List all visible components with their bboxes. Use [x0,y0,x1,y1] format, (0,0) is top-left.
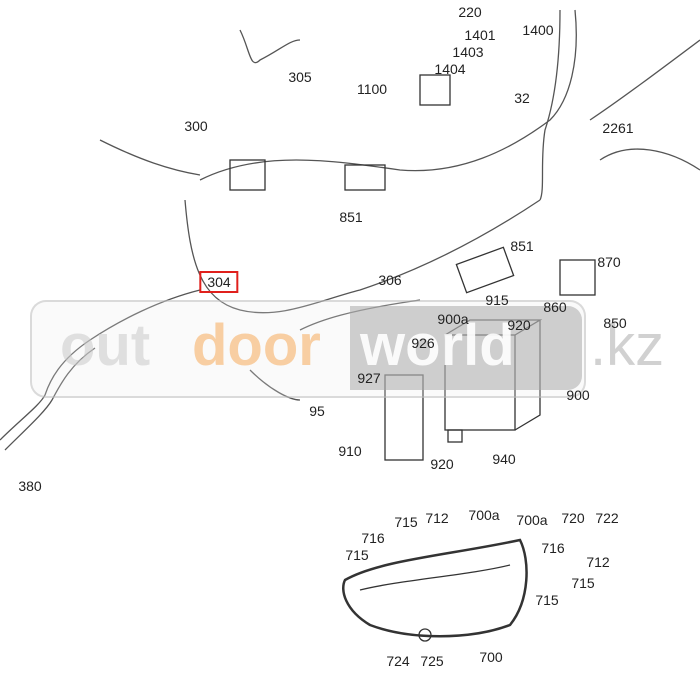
part-label: 700a [516,512,548,528]
part-label: 715 [394,514,418,530]
part-label: 900 [566,387,590,403]
part-label: 910 [338,443,362,459]
watermark-text-kz: .kz [590,313,665,378]
part-label: 1403 [452,44,484,60]
part-label: 305 [288,69,312,85]
part-label: 724 [386,653,410,669]
part-label: 715 [345,547,369,563]
part-label: 32 [514,90,530,106]
part-label: 851 [339,209,363,225]
part-label: 940 [492,451,516,467]
watermark-text-out: out [60,313,151,378]
part-label: 700 [479,649,503,665]
part-label: 927 [357,370,381,386]
part-label: 380 [18,478,42,494]
part-label: 95 [309,403,325,419]
part-label: 1400 [522,22,554,38]
part-label: 716 [361,530,385,546]
part-label: 716 [541,540,565,556]
part-label: 920 [430,456,454,472]
part-label: 715 [571,575,595,591]
watermark-text-world: world [360,313,515,378]
part-label: 722 [595,510,619,526]
part-label: 860 [543,299,567,315]
watermark-text-door: door [192,313,321,378]
part-label: 715 [535,592,559,608]
part-label: 720 [561,510,585,526]
watermark-world-bg [350,306,582,390]
part-label: 300 [184,118,208,134]
part-label: 700a [468,507,500,523]
part-label: 920 [507,317,531,333]
part-label: 850 [603,315,627,331]
part-label: 306 [378,272,402,288]
part-label: 1404 [434,61,466,77]
part-label: 725 [420,653,444,669]
part-label: 712 [425,510,449,526]
part-label: 220 [458,4,482,20]
part-label: 870 [597,254,621,270]
part-label: 712 [586,554,610,570]
part-label: 900a [437,311,469,327]
part-label: 1100 [356,81,388,97]
part-label: 915 [485,292,509,308]
part-label: 1401 [464,27,496,43]
part-label: 851 [510,238,534,254]
part-label: 2261 [602,120,634,136]
highlighted-part-label: 304 [199,271,239,293]
part-label: 926 [411,335,435,351]
